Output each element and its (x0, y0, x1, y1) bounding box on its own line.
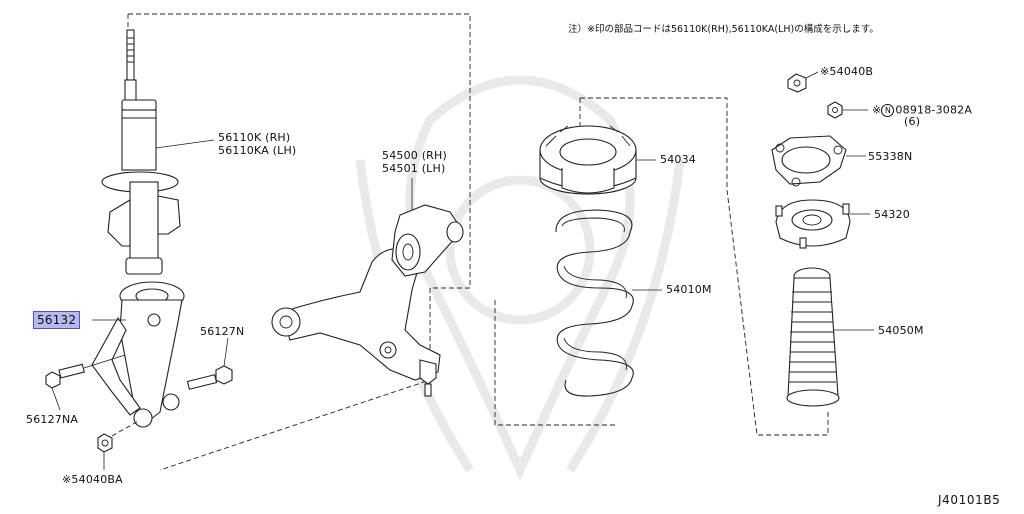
label-nut-washer-prefix: ※ (872, 103, 882, 117)
lower-control-arm (271, 204, 464, 397)
bolt-right (186, 365, 233, 390)
strut-mount-plate (771, 135, 847, 187)
strut-insulator (775, 199, 851, 249)
nut-top (787, 73, 807, 93)
label-strut-lh[interactable]: 56110KA (LH) (218, 144, 297, 157)
dust-boot (786, 267, 840, 407)
label-insulator[interactable]: 54320 (874, 208, 910, 221)
diagram-code: J40101B5 (938, 493, 1001, 507)
shock-absorber-strut (101, 29, 181, 275)
nut-with-washer (827, 101, 843, 119)
label-nut-top[interactable]: ※54040B (820, 65, 874, 78)
label-bolt-left[interactable]: 56127NA (26, 413, 79, 426)
label-nut-washer-number: 08918-3082A (895, 103, 973, 117)
note-text: 注）※印の部品コードは56110K(RH),56110KA(LH)の構成を示しま… (568, 24, 879, 35)
label-strut-mount[interactable]: 55338N (868, 150, 913, 163)
spring-seat (539, 125, 637, 195)
strut-fork (91, 281, 185, 428)
label-fork-highlighted[interactable]: 56132 (32, 311, 81, 329)
label-bolt-right[interactable]: 56127N (200, 325, 245, 338)
label-arm-rh[interactable]: 54500 (RH) (382, 149, 447, 162)
label-nut-washer-qty: (6) (904, 115, 921, 128)
nut-bottom (97, 433, 113, 453)
coil-spring (555, 209, 634, 397)
bolt-left (45, 354, 126, 389)
label-arm-lh[interactable]: 54501 (LH) (382, 162, 446, 175)
n-circle-icon: N (881, 104, 895, 117)
strut-assembly-boundary (128, 13, 471, 471)
label-spring-seat[interactable]: 54034 (660, 153, 696, 166)
label-strut-rh[interactable]: 56110K (RH) (218, 131, 291, 144)
mount-group-boundary (726, 118, 829, 436)
label-nut-bottom[interactable]: ※54040BA (62, 473, 123, 486)
label-coil-spring[interactable]: 54010M (666, 283, 712, 296)
label-dust-boot[interactable]: 54050M (878, 324, 924, 337)
